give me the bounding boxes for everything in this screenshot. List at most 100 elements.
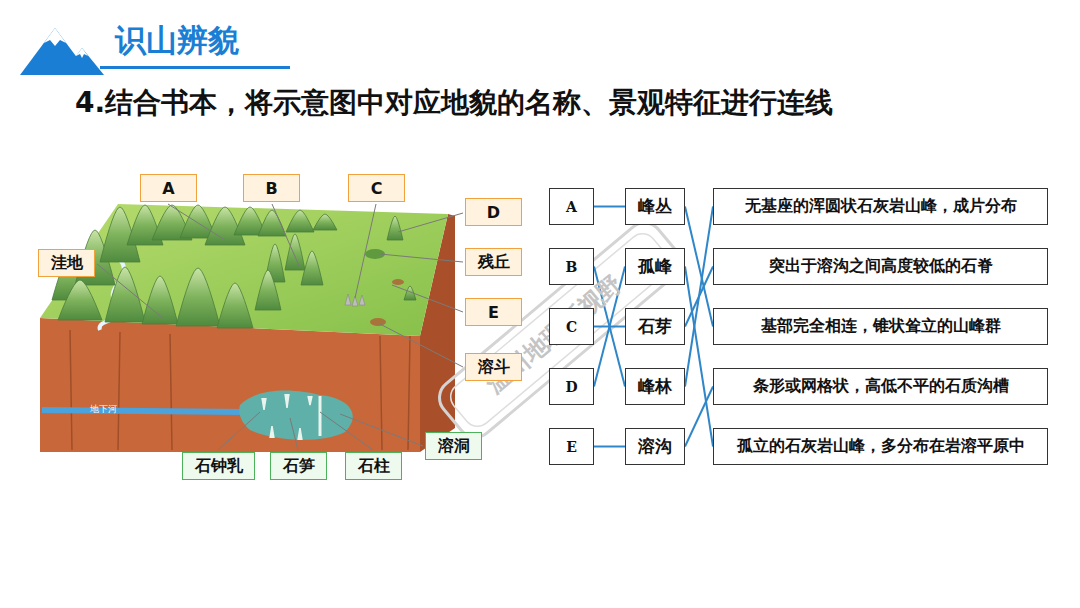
- node-text: D: [487, 203, 500, 222]
- feature-box: 孤立的石灰岩山峰，多分布在岩溶平原中: [713, 428, 1048, 465]
- match-line: [685, 207, 713, 327]
- header-icon-part: [62, 48, 104, 75]
- name-box: 溶沟: [625, 428, 685, 465]
- watermark-stamp-part: [432, 215, 688, 444]
- karst-peaks-part: [387, 216, 403, 240]
- karst-peaks-part: [313, 214, 337, 230]
- node-text: 溶斗: [478, 357, 510, 378]
- letter-box: A: [549, 188, 594, 225]
- leader-lines-part: [380, 254, 463, 262]
- small-landforms-part: [370, 318, 386, 326]
- name-box: 峰丛: [625, 188, 685, 225]
- karst-peaks-part: [258, 210, 286, 236]
- cave-callout-box: 石笋: [270, 452, 327, 480]
- letter-box: C: [549, 308, 594, 345]
- karst-block: [40, 204, 455, 452]
- node-text: 石钟乳: [195, 456, 243, 477]
- name-box: 峰林: [625, 368, 685, 405]
- node-text: 石柱: [358, 456, 390, 477]
- node-text: A: [162, 179, 174, 198]
- karst-peaks-part: [255, 270, 281, 310]
- leader-lines-part: [392, 285, 463, 312]
- feature-box: 突出于溶沟之间高度较低的石脊: [713, 248, 1048, 285]
- node-text: 溶洞: [438, 436, 470, 457]
- node-text: C: [566, 319, 577, 335]
- match-line: [685, 387, 713, 447]
- letter-box: D: [549, 368, 594, 405]
- watermark-stamp: [432, 215, 688, 444]
- small-landforms-part: [359, 295, 365, 305]
- callout-box: C: [348, 174, 405, 202]
- leader-lines-part: [355, 204, 376, 298]
- leader-lines-part: [380, 324, 463, 367]
- leader-lines: [97, 204, 463, 450]
- feature-box: 基部完全相连，锥状耸立的山峰群: [713, 308, 1048, 345]
- callout-box: B: [243, 174, 300, 202]
- node-text: 孤立的石灰岩山峰，多分布在岩溶平原中: [737, 436, 1025, 457]
- karst-block-part: [42, 410, 244, 412]
- cave-callout-box: 石柱: [345, 452, 402, 480]
- node-text: 洼地: [51, 253, 83, 274]
- karst-block-part: [319, 396, 322, 436]
- node-text: D: [565, 379, 577, 395]
- karst-peaks: [52, 205, 416, 328]
- match-line: [594, 446, 625, 448]
- header-icon-part: [100, 66, 290, 69]
- node-text: 基部完全相连，锥状耸立的山峰群: [761, 316, 1001, 337]
- feature-box: 无基座的浑圆状石灰岩山峰，成片分布: [713, 188, 1048, 225]
- callout-box: A: [140, 174, 197, 202]
- letter-box: E: [549, 428, 594, 465]
- leader-lines-part: [218, 412, 260, 450]
- small-landforms-part: [392, 279, 404, 285]
- letter-box: B: [549, 248, 594, 285]
- karst-block-part: [270, 426, 302, 440]
- node-text: 孤峰: [638, 255, 672, 278]
- callout-box: 洼地: [38, 249, 95, 277]
- karst-peaks-part: [176, 268, 220, 326]
- feature-box: 条形或网格状，高低不平的石质沟槽: [713, 368, 1048, 405]
- node-text: E: [566, 439, 577, 455]
- small-landforms-part: [345, 294, 351, 305]
- leader-lines-part: [340, 414, 423, 446]
- karst-peaks-part: [142, 276, 178, 324]
- karst-peaks-part: [286, 210, 314, 232]
- node-text: 石笋: [283, 456, 315, 477]
- node-text: A: [566, 199, 577, 215]
- leader-lines-part: [320, 412, 373, 450]
- leader-lines-part: [168, 204, 225, 240]
- karst-peaks-part: [217, 283, 253, 328]
- karst-block-part: [70, 330, 410, 450]
- callout-box: 残丘: [465, 248, 522, 276]
- leader-lines-part: [398, 213, 463, 232]
- match-line: [594, 206, 625, 208]
- node-text: 突出于溶沟之间高度较低的石脊: [769, 256, 993, 277]
- leader-lines-part: [290, 418, 298, 450]
- callout-box: D: [465, 198, 522, 226]
- slide-title: 4.结合书本，将示意图中对应地貌的名称、景观特征进行连线: [75, 84, 833, 122]
- river-label: 地下河: [90, 403, 117, 416]
- match-line: [685, 207, 713, 387]
- node-text: 峰丛: [638, 195, 672, 218]
- leader-lines-part: [272, 204, 300, 268]
- node-text: 无基座的浑圆状石灰岩山峰，成片分布: [745, 196, 1017, 217]
- small-landforms: [345, 249, 404, 326]
- node-text: 条形或网格状，高低不平的石质沟槽: [753, 376, 1009, 397]
- name-box: 石芽: [625, 308, 685, 345]
- node-text: B: [265, 179, 277, 198]
- cave-callout-box: 石钟乳: [182, 452, 255, 480]
- node-text: B: [566, 259, 578, 275]
- karst-block-part: [40, 204, 448, 336]
- karst-peaks-part: [58, 280, 102, 320]
- node-text: 溶沟: [638, 435, 672, 458]
- header-icon-part: [76, 48, 88, 58]
- node-text: 峰林: [638, 375, 672, 398]
- karst-block-part: [40, 318, 420, 452]
- node-text: E: [488, 303, 499, 322]
- node-text: C: [371, 179, 383, 198]
- karst-block-part: [262, 394, 312, 410]
- leader-lines-part: [97, 264, 165, 320]
- cave-callout-box: 溶洞: [425, 432, 482, 460]
- callout-box: 溶斗: [465, 353, 522, 381]
- name-box: 孤峰: [625, 248, 685, 285]
